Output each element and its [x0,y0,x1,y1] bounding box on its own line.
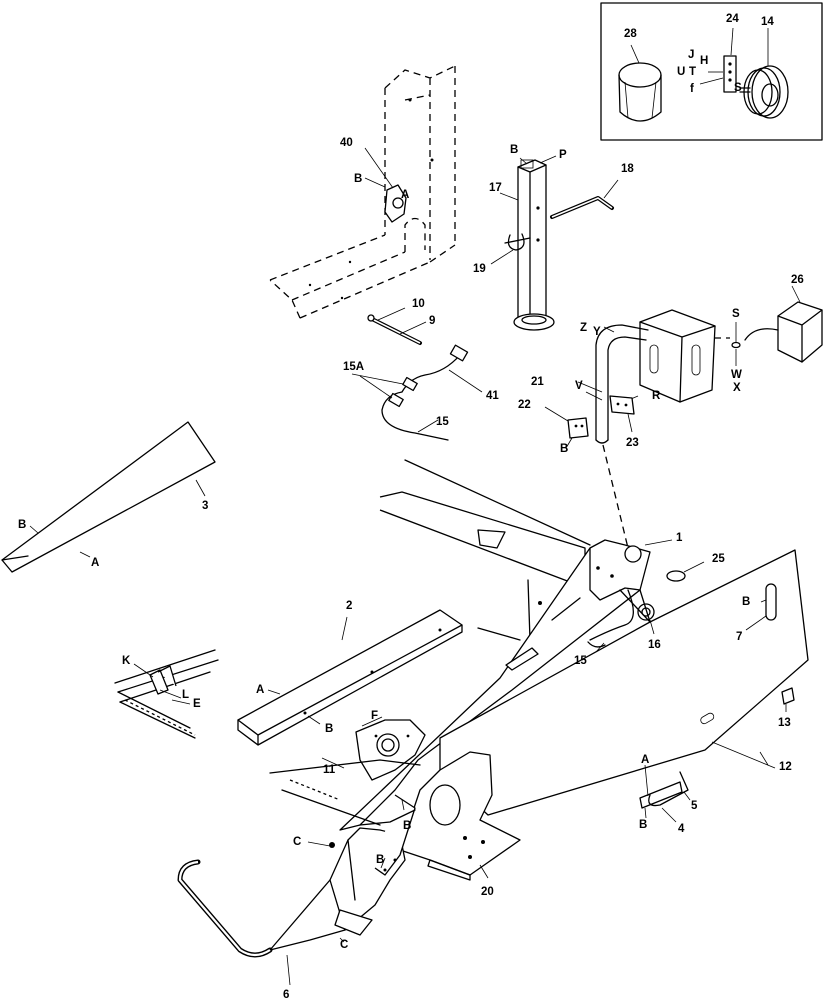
cutter-bar-detail [114,649,219,739]
label-24: 24 [726,13,739,25]
label-17: 17 [489,182,502,194]
label-15: 15 [436,416,449,428]
label-20: 20 [481,886,494,898]
label-S26: S [732,308,740,320]
part-15-cable [587,589,634,653]
label-B3: B [18,519,26,531]
label-19: 19 [473,263,486,275]
inset-frame [600,2,823,141]
label-16: 16 [648,639,661,651]
label-5: 5 [691,800,698,812]
label-H: H [700,55,708,67]
label-A4: A [641,754,649,766]
front-divider [177,751,521,986]
label-T: T [689,66,696,78]
label-U: U [677,66,685,78]
part-40-bracket [364,147,407,223]
label-A3: A [91,557,99,569]
part-9-pin [367,307,427,345]
label-4: 4 [678,823,685,835]
part-14-pulley [739,28,789,119]
label-K: K [122,655,131,667]
label-B2: B [325,723,333,735]
part-17-jack-stand [499,155,557,331]
label-26: 26 [791,274,804,286]
part-41-harness [351,344,483,441]
part-13-clip [781,687,795,712]
label-V: V [575,380,583,392]
label-L: L [182,689,189,701]
label-W: W [731,369,742,381]
label-P: P [559,149,567,161]
label-Y: Y [593,326,601,338]
label-25: 25 [712,553,725,565]
label-1: 1 [676,532,683,544]
part-24-plate [699,27,737,93]
label-B7: B [742,596,750,608]
label-Z: Z [580,322,587,334]
label-F: F [371,710,378,722]
part-21-light-bracket [577,309,716,444]
label-B-right: B [403,820,411,832]
leader-1 [644,539,673,546]
part-18-crank-handle [550,179,619,219]
phantom-frame [269,65,456,319]
part-11-plate [321,716,426,781]
label-S-inset: S [734,82,742,94]
label-X: X [733,382,741,394]
part-4-hinge [639,764,691,823]
label-14: 14 [761,16,774,28]
label-18: 18 [621,163,634,175]
part-2-shield [237,609,463,746]
part-7-slot [745,583,777,631]
label-B6: B [376,854,384,866]
label-3: 3 [202,500,208,512]
label-23: 23 [626,437,639,449]
label-A2: A [256,684,264,696]
part-28-band [618,44,662,122]
part-16-clamp [637,603,655,635]
label-R: R [652,390,661,402]
label-22: 22 [518,399,531,411]
frame-tongue [339,459,651,831]
label-40: 40 [340,137,353,149]
washer-S [731,322,741,366]
label-15A: 15A [343,361,364,373]
label-C: C [293,836,301,848]
part-26-light [744,285,823,363]
part-25-pin [666,561,705,582]
label-f: f [690,83,694,95]
label-E: E [193,698,201,710]
label-12: 12 [779,761,792,773]
label-6: 6 [283,989,289,1000]
part-19-pin [490,233,531,265]
label-2: 2 [346,600,352,612]
label-B4: B [639,819,647,831]
label-B22: B [560,443,568,455]
leader-dashed-bracket [602,444,629,549]
part-22-plate [544,406,589,449]
inset-detail: 28 24 14 J H U T f S [600,2,823,141]
label-28: 28 [624,28,637,40]
label-41: 41 [486,390,499,402]
label-9: 9 [429,315,435,327]
label-10: 10 [412,298,425,310]
label-C2: C [340,939,348,951]
part-3-shield [1,421,216,573]
label-13: 13 [778,717,791,729]
label-B17: B [510,144,518,156]
part-23-plate [609,395,635,433]
label-J: J [688,49,694,61]
label-7: 7 [736,631,742,643]
label-15b: 15 [574,655,587,667]
label-B40: B [354,173,362,185]
label-21: 21 [531,376,544,388]
label-A40: A [401,189,409,201]
